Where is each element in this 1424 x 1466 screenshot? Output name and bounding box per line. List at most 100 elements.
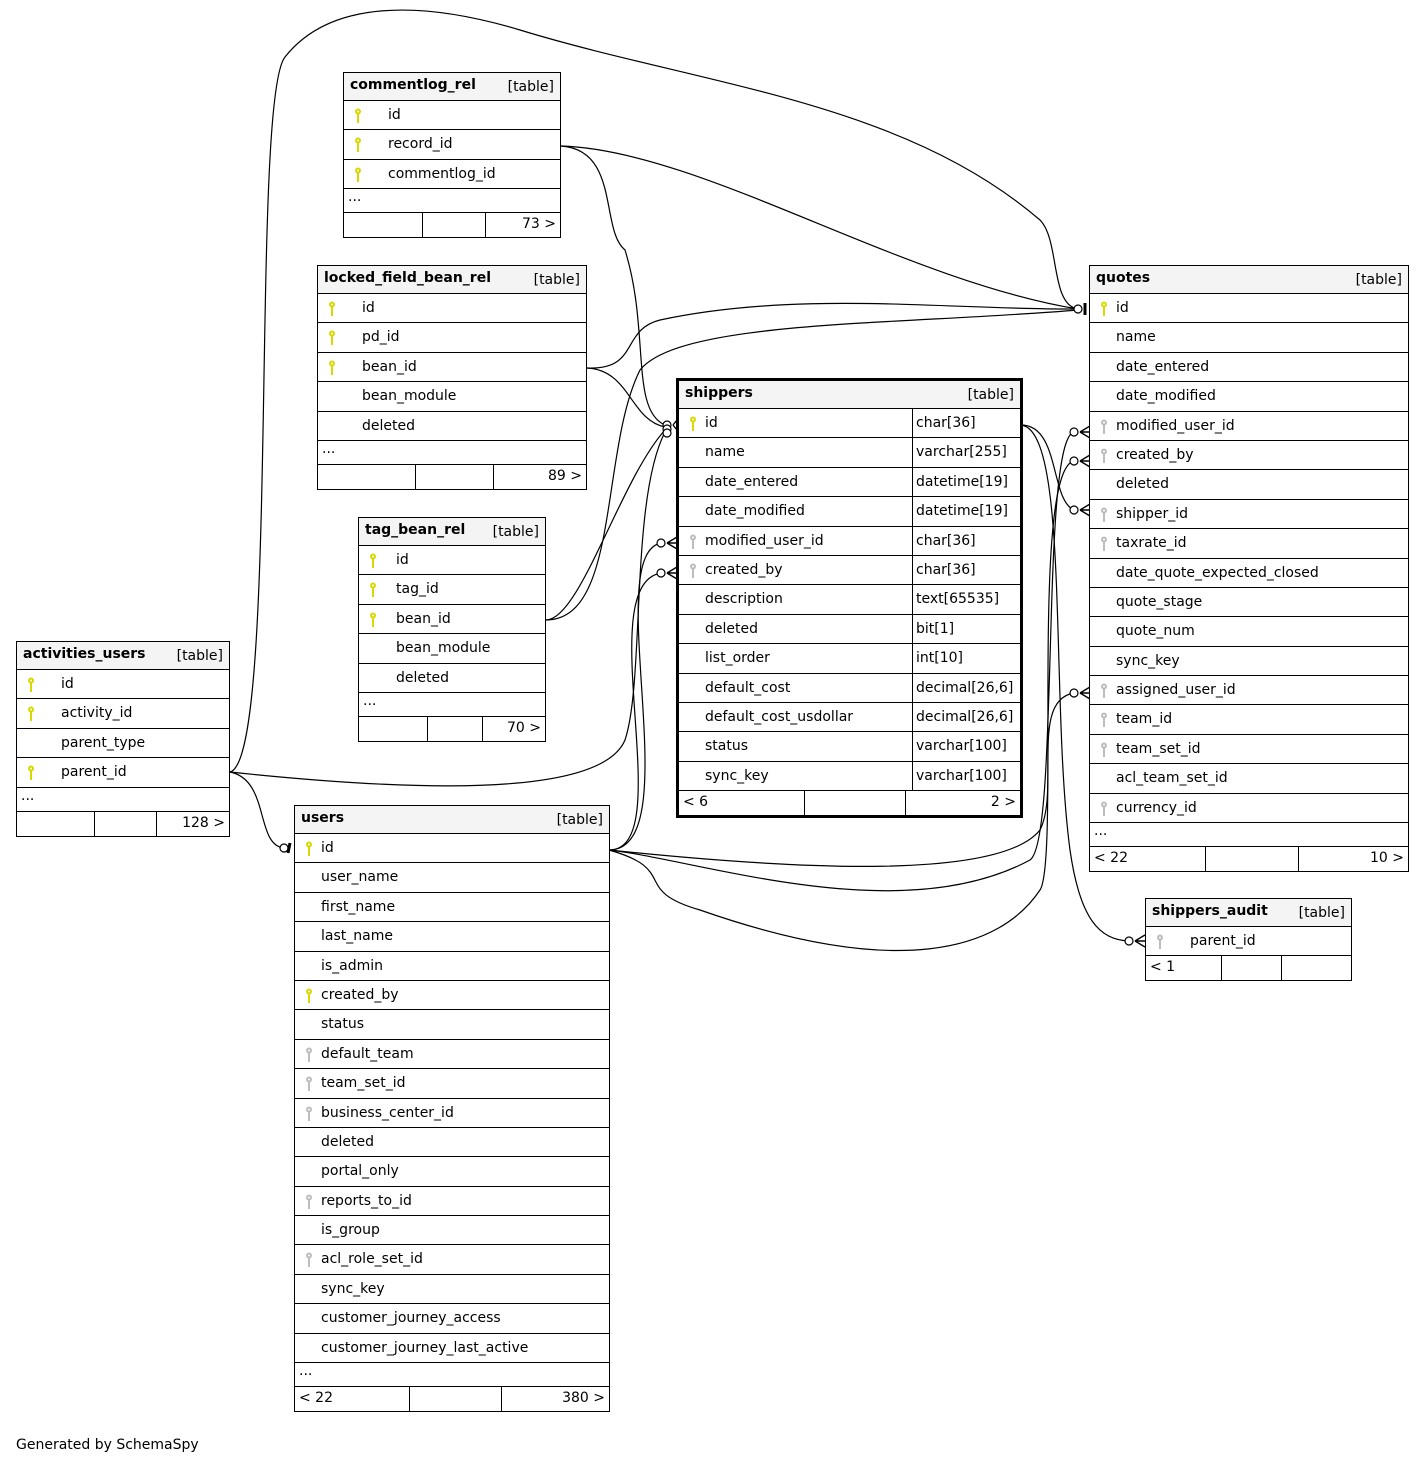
column-row[interactable]: id <box>318 294 586 324</box>
parent-count[interactable]: < 22 <box>1094 850 1128 867</box>
column-name[interactable]: deleted <box>1116 476 1169 493</box>
more-columns[interactable]: ... <box>295 1363 609 1388</box>
column-row[interactable]: deleted <box>359 664 545 693</box>
column-name[interactable]: deleted <box>362 417 415 434</box>
column-name[interactable]: acl_role_set_id <box>321 1251 423 1268</box>
more-columns[interactable]: ... <box>1090 823 1408 848</box>
column-name[interactable]: date_quote_expected_closed <box>1116 564 1319 581</box>
column-name[interactable]: modified_user_id <box>1116 417 1235 434</box>
column-name[interactable]: commentlog_id <box>388 165 496 182</box>
column-name[interactable]: reports_to_id <box>321 1192 412 1209</box>
column-row[interactable]: activity_id <box>17 699 229 729</box>
column-name[interactable]: parent_id <box>1190 933 1256 949</box>
child-count[interactable]: 70 > <box>507 719 541 736</box>
column-row[interactable]: date_modified <box>1090 382 1408 412</box>
column-name[interactable]: status <box>321 1016 365 1033</box>
column-row[interactable]: bean_id <box>359 605 545 635</box>
column-name[interactable]: tag_id <box>396 581 439 598</box>
column-row[interactable]: created_by <box>295 981 609 1011</box>
column-row[interactable]: reports_to_id <box>295 1187 609 1217</box>
column-row[interactable]: acl_role_set_id <box>295 1245 609 1275</box>
column-name[interactable]: deleted <box>321 1133 374 1150</box>
column-name[interactable]: date_entered <box>1116 358 1210 375</box>
column-row[interactable]: customer_journey_access <box>295 1304 609 1334</box>
column-name[interactable]: created_by <box>1116 446 1194 463</box>
column-row[interactable]: commentlog_id <box>344 160 560 190</box>
child-count[interactable]: 2 > <box>990 794 1016 811</box>
column-name[interactable]: pd_id <box>362 329 400 346</box>
column-name[interactable]: sync_key <box>705 767 769 784</box>
column-row[interactable]: sync_key <box>295 1275 609 1305</box>
column-row[interactable]: sync_key <box>1090 647 1408 677</box>
column-row[interactable]: deleted <box>1090 470 1408 500</box>
column-row[interactable]: customer_journey_last_active <box>295 1334 609 1364</box>
column-name[interactable]: sync_key <box>321 1280 385 1297</box>
table-header[interactable]: activities_users[table] <box>17 642 229 670</box>
column-name[interactable]: date_entered <box>705 473 799 490</box>
column-row[interactable]: id <box>1090 294 1408 324</box>
column-row[interactable]: deleted <box>295 1128 609 1158</box>
column-name[interactable]: description <box>705 591 783 608</box>
column-row[interactable]: pd_id <box>318 323 586 353</box>
more-columns[interactable]: ... <box>318 441 586 465</box>
column-name[interactable]: parent_id <box>61 764 127 781</box>
column-name[interactable]: deleted <box>396 669 449 686</box>
table-name[interactable]: tag_bean_rel <box>365 522 466 538</box>
column-name[interactable]: team_id <box>1116 711 1173 728</box>
column-row[interactable]: first_name <box>295 893 609 923</box>
column-name[interactable]: id <box>705 415 718 431</box>
column-name[interactable]: id <box>321 840 334 856</box>
column-row[interactable]: id <box>17 670 229 700</box>
column-row[interactable]: currency_id <box>1090 794 1408 824</box>
column-row[interactable]: parent_type <box>17 729 229 759</box>
column-row[interactable]: quote_num <box>1090 617 1408 647</box>
table-header[interactable]: quotes[table] <box>1090 266 1408 294</box>
column-row[interactable]: acl_team_set_id <box>1090 764 1408 794</box>
column-row[interactable]: modified_user_id <box>1090 412 1408 441</box>
column-name[interactable]: bean_id <box>396 610 451 627</box>
column-name[interactable]: id <box>396 552 409 568</box>
column-name[interactable]: is_admin <box>321 957 384 974</box>
column-row[interactable]: team_set_id <box>295 1069 609 1099</box>
column-row[interactable]: tag_id <box>359 575 545 605</box>
column-name[interactable]: status <box>705 738 749 755</box>
column-row[interactable]: name <box>1090 323 1408 353</box>
column-row[interactable]: bean_id <box>318 353 586 383</box>
table-name[interactable]: activities_users <box>23 646 146 662</box>
table-header[interactable]: tag_bean_rel[table] <box>359 518 545 546</box>
column-name[interactable]: default_cost <box>705 679 791 696</box>
table-quotes[interactable]: quotes[table]id name date_entered date_modi… <box>1089 265 1409 873</box>
column-row[interactable]: status <box>295 1010 609 1040</box>
column-row[interactable]: record_id <box>344 130 560 160</box>
more-columns[interactable]: ... <box>17 788 229 812</box>
table-header[interactable]: commentlog_rel[table] <box>344 73 560 101</box>
child-count[interactable]: 128 > <box>182 814 225 831</box>
table-header[interactable]: locked_field_bean_rel[table] <box>318 266 586 294</box>
more-columns[interactable]: ... <box>359 693 545 717</box>
column-row[interactable]: default_team <box>295 1040 609 1070</box>
column-row[interactable]: taxrate_id <box>1090 529 1408 559</box>
column-row[interactable]: user_name <box>295 863 609 893</box>
table-header[interactable]: users[table] <box>295 806 609 834</box>
column-name[interactable]: activity_id <box>61 705 133 722</box>
table-name[interactable]: quotes <box>1096 270 1151 286</box>
table-name[interactable]: shippers <box>685 385 753 401</box>
column-row[interactable]: id <box>359 546 545 576</box>
column-name[interactable]: first_name <box>321 898 396 915</box>
column-name[interactable]: default_cost_usdollar <box>705 708 854 725</box>
column-name[interactable]: name <box>1116 329 1156 346</box>
column-row[interactable]: id <box>344 101 560 131</box>
column-name[interactable]: deleted <box>705 620 758 637</box>
